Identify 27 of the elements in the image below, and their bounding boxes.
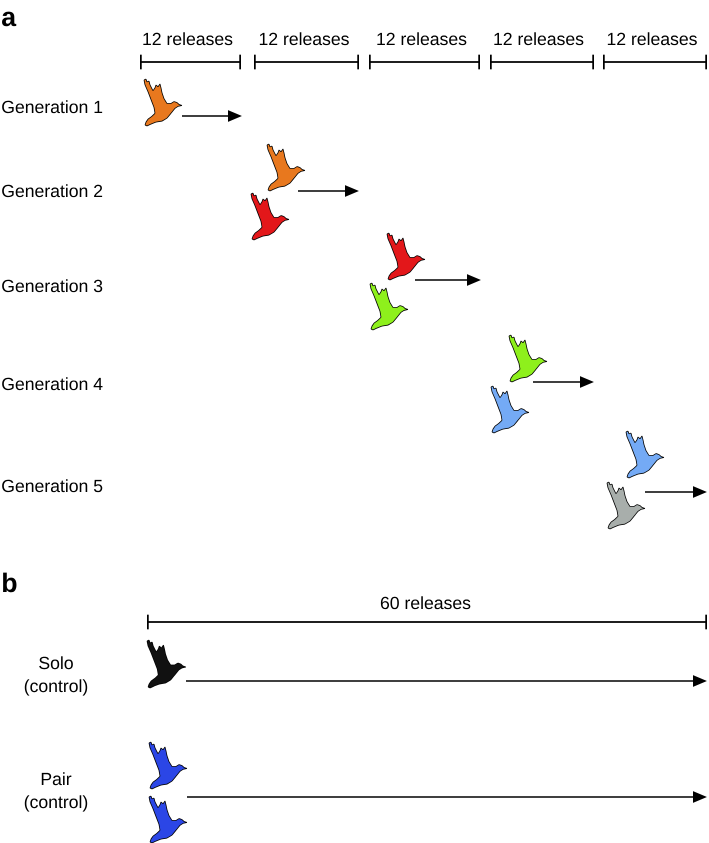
bird-icon [626, 430, 664, 478]
dimension-label: 12 releases [143, 32, 232, 46]
bird-icon [144, 78, 182, 126]
row-label: Generation 3 [2, 279, 102, 292]
bird-icon [146, 640, 186, 688]
dimension-label: 12 releases [260, 32, 349, 46]
row-label: Generation 2 [2, 184, 102, 198]
panel-label: b [3, 572, 16, 592]
bird-icon [266, 144, 306, 192]
row-label: Generation 5 [2, 479, 102, 492]
bird-icon [490, 386, 530, 434]
bird-icon [148, 796, 188, 843]
row-label: Solo (control) [24, 656, 88, 696]
bird-icon [606, 482, 646, 530]
panel-label: a [2, 12, 16, 26]
dimension-label: 12 releases [494, 32, 584, 46]
dimension-label: 12 releases [377, 32, 466, 46]
bird-icon [508, 334, 548, 382]
row-label: Generation 4 [2, 377, 102, 390]
row-label: Generation 1 [2, 100, 102, 114]
bird-icon [370, 282, 408, 330]
bird-icon [250, 192, 290, 240]
dimension-label: 12 releases [608, 32, 697, 46]
dimension-label: 60 releases [380, 596, 470, 610]
row-label: Pair (control) [24, 772, 88, 812]
bird-icon [148, 742, 188, 790]
bird-icon [386, 232, 426, 280]
